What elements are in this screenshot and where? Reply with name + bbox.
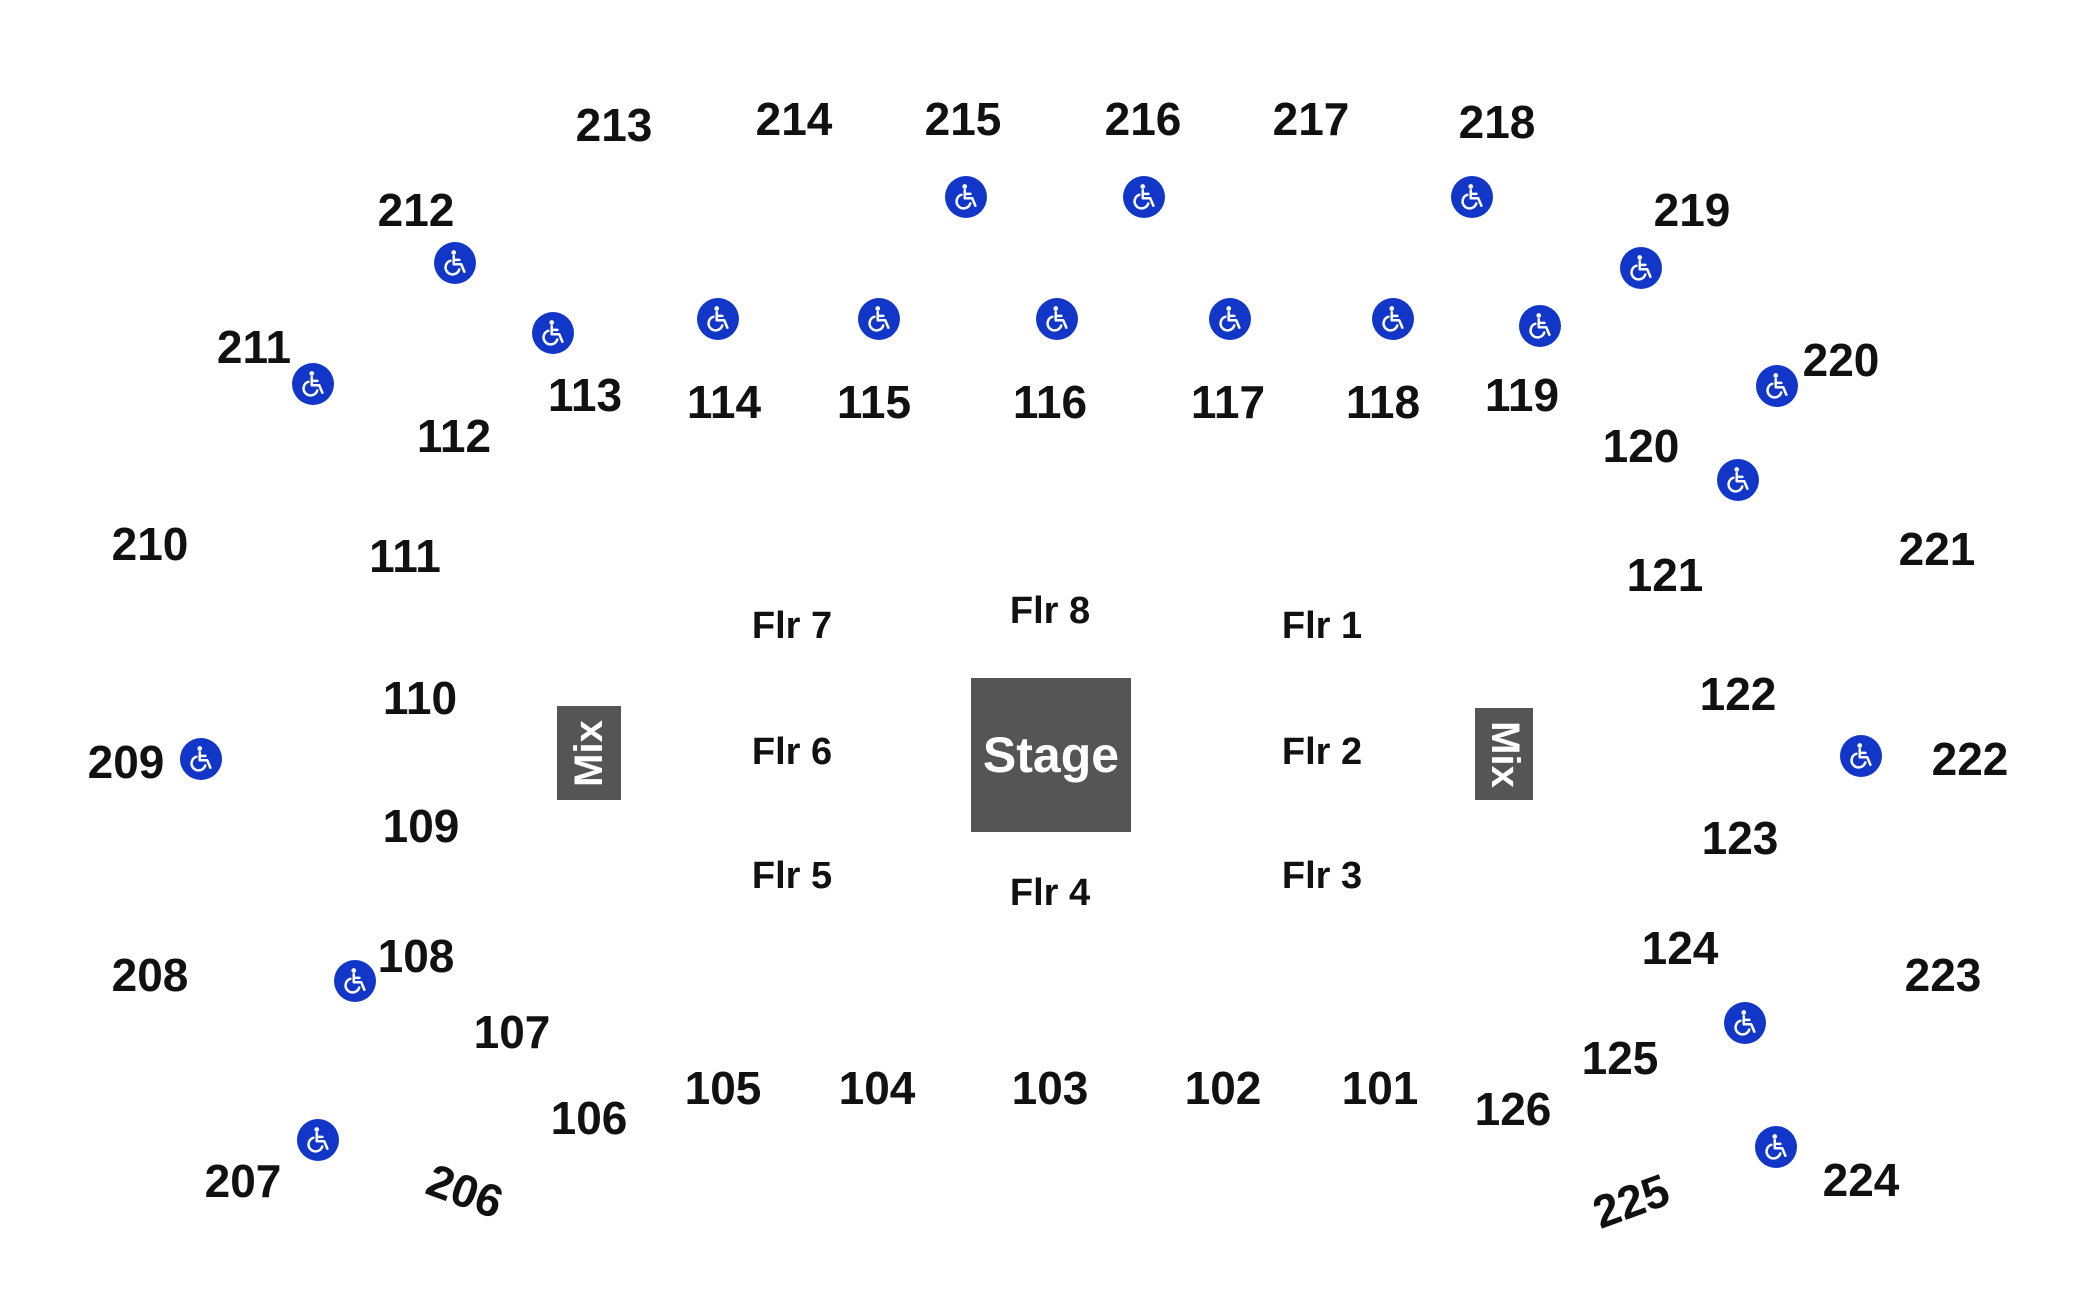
wheelchair-icon — [292, 363, 334, 405]
section-219[interactable]: 219 — [1653, 184, 1731, 236]
stage-label: Stage — [982, 727, 1120, 783]
section-flr-6[interactable]: Flr 6 — [751, 731, 833, 773]
section-106[interactable]: 106 — [550, 1092, 628, 1144]
section-117[interactable]: 117 — [1190, 376, 1266, 428]
section-223[interactable]: 223 — [1904, 949, 1982, 1001]
section-109[interactable]: 109 — [382, 800, 460, 852]
section-212[interactable]: 212 — [377, 184, 455, 236]
section-flr-7[interactable]: Flr 7 — [751, 605, 833, 647]
section-flr-3[interactable]: Flr 3 — [1281, 855, 1363, 897]
section-214[interactable]: 214 — [755, 93, 833, 145]
wheelchair-icon — [945, 176, 987, 218]
section-215[interactable]: 215 — [924, 93, 1002, 145]
section-123[interactable]: 123 — [1701, 812, 1779, 864]
wheelchair-icon — [434, 242, 476, 284]
wheelchair-icon — [532, 312, 574, 354]
wheelchair-icon — [180, 738, 222, 780]
section-112[interactable]: 112 — [416, 410, 492, 462]
wheelchair-icon — [1209, 298, 1251, 340]
wheelchair-icon — [1717, 459, 1759, 501]
section-flr-2[interactable]: Flr 2 — [1281, 731, 1363, 773]
section-225[interactable]: 225 — [1586, 1163, 1676, 1239]
wheelchair-icon — [1724, 1002, 1766, 1044]
section-118[interactable]: 118 — [1345, 376, 1421, 428]
section-211[interactable]: 211 — [216, 321, 292, 373]
section-218[interactable]: 218 — [1458, 96, 1536, 148]
section-102[interactable]: 102 — [1184, 1062, 1262, 1114]
section-101[interactable]: 101 — [1341, 1062, 1419, 1114]
wheelchair-icon — [1451, 176, 1493, 218]
section-114[interactable]: 114 — [686, 376, 762, 428]
section-103[interactable]: 103 — [1011, 1062, 1089, 1114]
section-221[interactable]: 221 — [1898, 523, 1976, 575]
section-124[interactable]: 124 — [1641, 922, 1719, 974]
wheelchair-icon — [1840, 735, 1882, 777]
section-217[interactable]: 217 — [1272, 93, 1350, 145]
mix-right-label: Mix — [1482, 720, 1527, 788]
wheelchair-icon — [1519, 305, 1561, 347]
wheelchair-icon — [334, 960, 376, 1002]
wheelchair-icon — [858, 298, 900, 340]
section-222[interactable]: 222 — [1931, 733, 2009, 785]
section-209[interactable]: 209 — [87, 736, 165, 788]
wheelchair-icon — [1123, 176, 1165, 218]
wheelchair-icon — [1620, 247, 1662, 289]
wheelchair-icon — [1372, 298, 1414, 340]
section-flr-5[interactable]: Flr 5 — [751, 855, 833, 897]
section-216[interactable]: 216 — [1104, 93, 1182, 145]
mix-position-left: Mix — [557, 706, 621, 800]
section-105[interactable]: 105 — [684, 1062, 762, 1114]
section-119[interactable]: 119 — [1484, 369, 1560, 421]
mix-position-right: Mix — [1475, 708, 1533, 800]
section-107[interactable]: 107 — [473, 1006, 551, 1058]
section-111[interactable]: 111 — [369, 530, 441, 582]
section-flr-4[interactable]: Flr 4 — [1009, 872, 1091, 914]
wheelchair-icon — [1036, 298, 1078, 340]
section-207[interactable]: 207 — [204, 1155, 282, 1207]
section-122[interactable]: 122 — [1699, 668, 1777, 720]
section-104[interactable]: 104 — [838, 1062, 916, 1114]
section-115[interactable]: 115 — [836, 376, 912, 428]
section-125[interactable]: 125 — [1581, 1032, 1659, 1084]
section-110[interactable]: 110 — [382, 672, 458, 724]
section-206[interactable]: 206 — [420, 1153, 510, 1229]
wheelchair-icon — [697, 298, 739, 340]
wheelchair-icon — [1755, 1126, 1797, 1168]
section-213[interactable]: 213 — [575, 99, 653, 151]
section-flr-8[interactable]: Flr 8 — [1009, 590, 1091, 632]
section-208[interactable]: 208 — [111, 949, 189, 1001]
section-120[interactable]: 120 — [1602, 420, 1680, 472]
mix-left-label: Mix — [566, 719, 611, 787]
stage: Stage — [971, 678, 1131, 832]
section-224[interactable]: 224 — [1822, 1154, 1900, 1206]
section-220[interactable]: 220 — [1802, 334, 1880, 386]
section-116[interactable]: 116 — [1012, 376, 1088, 428]
section-113[interactable]: 113 — [547, 369, 623, 421]
section-flr-1[interactable]: Flr 1 — [1281, 605, 1363, 647]
section-121[interactable]: 121 — [1626, 549, 1704, 601]
wheelchair-icon — [1756, 365, 1798, 407]
wheelchair-icon — [297, 1119, 339, 1161]
section-210[interactable]: 210 — [111, 518, 189, 570]
section-108[interactable]: 108 — [377, 930, 455, 982]
section-126[interactable]: 126 — [1474, 1083, 1552, 1135]
